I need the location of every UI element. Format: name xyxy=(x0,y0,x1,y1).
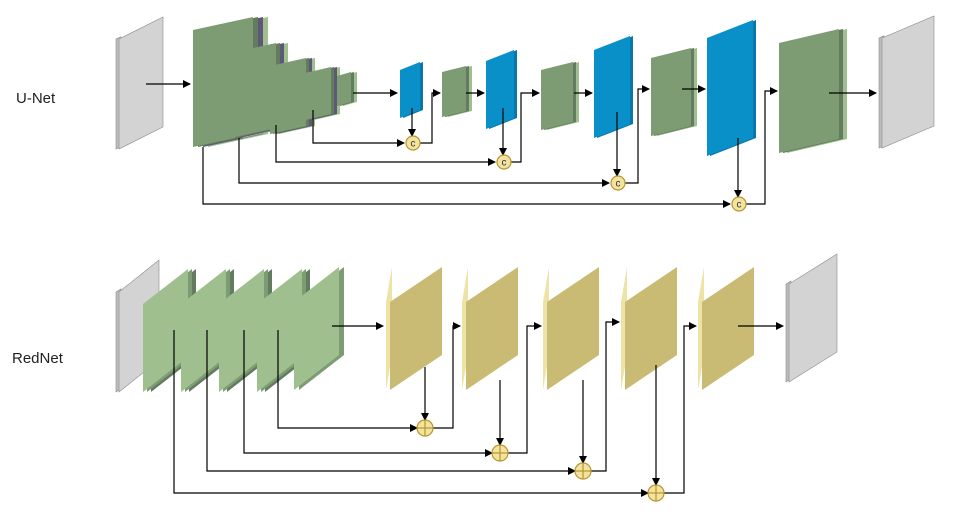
rednet-add-node-2 xyxy=(491,444,509,462)
unet-up-block-2-front xyxy=(486,50,514,129)
unet-enc-block-3-sheet xyxy=(270,58,306,134)
unet-dec-block-3-sheet xyxy=(651,48,691,136)
rednet-deconv-block-2-front xyxy=(466,267,518,390)
rednet-output-image-face xyxy=(788,253,838,383)
rednet-conv-block-2-sheet xyxy=(181,269,226,392)
nodes-layer: c c c c xyxy=(405,135,747,502)
unet-dec-block-1-sheet xyxy=(442,66,466,117)
rednet-deconv-block-5 xyxy=(698,267,754,390)
unet-enc-block-5-sheet xyxy=(337,72,351,106)
rednet-conv-block-1-sheet xyxy=(143,269,188,392)
unet-input-image xyxy=(115,16,164,150)
rednet-skip-2 xyxy=(243,330,493,457)
unet-concat-node-1: c xyxy=(405,135,421,151)
concat-circle xyxy=(496,154,512,170)
rednet-add3-out xyxy=(591,318,620,472)
unet-dec-block-2 xyxy=(541,62,579,130)
unet-c2-out xyxy=(511,89,540,163)
rednet-deconv-block-5-front xyxy=(702,267,754,390)
unet-enc-block-4 xyxy=(305,67,340,120)
rednet-add2-out xyxy=(508,322,542,454)
concat-symbol: c xyxy=(737,200,742,211)
rednet-conv-block-5 xyxy=(294,267,344,390)
unet-dec-block-2-sheet xyxy=(541,62,573,130)
unet-concat-node-2: c xyxy=(496,154,512,170)
unet-up-block-1-front xyxy=(400,62,420,118)
unet-up-block-3 xyxy=(594,36,633,138)
rednet-add-node-1 xyxy=(416,419,434,437)
unet-dec-block-3 xyxy=(651,48,697,136)
rednet-skip-3 xyxy=(206,330,576,475)
unet-up-block-4-front xyxy=(707,20,753,156)
unet-concat-node-3: c xyxy=(610,175,626,191)
connections-layer xyxy=(146,80,877,497)
rednet-deconv-block-1-front xyxy=(390,267,442,390)
concat-circle xyxy=(731,196,747,212)
unet-output-image xyxy=(878,15,935,149)
unet-skip-3 xyxy=(238,138,610,187)
rednet-label: RedNet xyxy=(12,350,63,367)
rednet-deconv-block-3 xyxy=(543,267,599,390)
blocks-layer xyxy=(115,15,935,393)
unet-enc-block-2-sheet xyxy=(231,43,276,138)
rednet-skip-4 xyxy=(173,330,649,497)
unet-up-block-4 xyxy=(707,20,756,156)
unet-enc-block-4-sheet xyxy=(305,67,331,120)
unet-c4-out xyxy=(746,87,778,205)
unet-label: U-Net xyxy=(16,90,56,107)
unet-c3-out xyxy=(625,85,650,184)
rednet-output-image xyxy=(785,253,838,383)
unet-dec-block-4 xyxy=(779,29,847,153)
concat-symbol: c xyxy=(411,139,416,150)
rednet-deconv-block-1 xyxy=(386,267,442,390)
unet-enc-block-5 xyxy=(337,72,357,106)
rednet-deconv-block-4-front xyxy=(625,267,677,390)
unet-dec-block-1 xyxy=(442,66,472,117)
rednet-conv-block-3 xyxy=(219,269,272,392)
rednet-skip-1 xyxy=(277,330,418,432)
unet-output-image-face xyxy=(881,15,935,149)
concat-circle xyxy=(610,175,626,191)
rednet-add4-out xyxy=(664,322,697,494)
concat-circle xyxy=(405,135,421,151)
unet-skip-4 xyxy=(202,147,731,208)
rednet-conv-block-4-sheet xyxy=(257,269,302,392)
rednet-add-node-4 xyxy=(647,484,665,502)
unet-up-block-3-front xyxy=(594,36,630,138)
rednet-add-node-3 xyxy=(574,462,592,480)
concat-symbol: c xyxy=(502,158,507,169)
unet-c1-out xyxy=(420,89,441,144)
unet-dec-block-4-sheet xyxy=(779,29,839,153)
rednet-conv-block-5-sheet xyxy=(294,267,339,390)
unet-up-block-1 xyxy=(400,62,423,118)
concat-symbol: c xyxy=(616,179,621,190)
unet-up-block-2 xyxy=(486,50,517,129)
unet-skip-1 xyxy=(312,110,405,147)
rednet-add1-out xyxy=(433,322,461,429)
rednet-conv-block-3-sheet xyxy=(219,269,264,392)
rednet-deconv-block-4 xyxy=(621,267,677,390)
unet-skip-2 xyxy=(275,125,496,166)
unet-input-image-face xyxy=(118,16,164,150)
rednet-deconv-block-2 xyxy=(462,267,518,390)
rednet-deconv-block-3-front xyxy=(547,267,599,390)
unet-concat-node-4: c xyxy=(731,196,747,212)
